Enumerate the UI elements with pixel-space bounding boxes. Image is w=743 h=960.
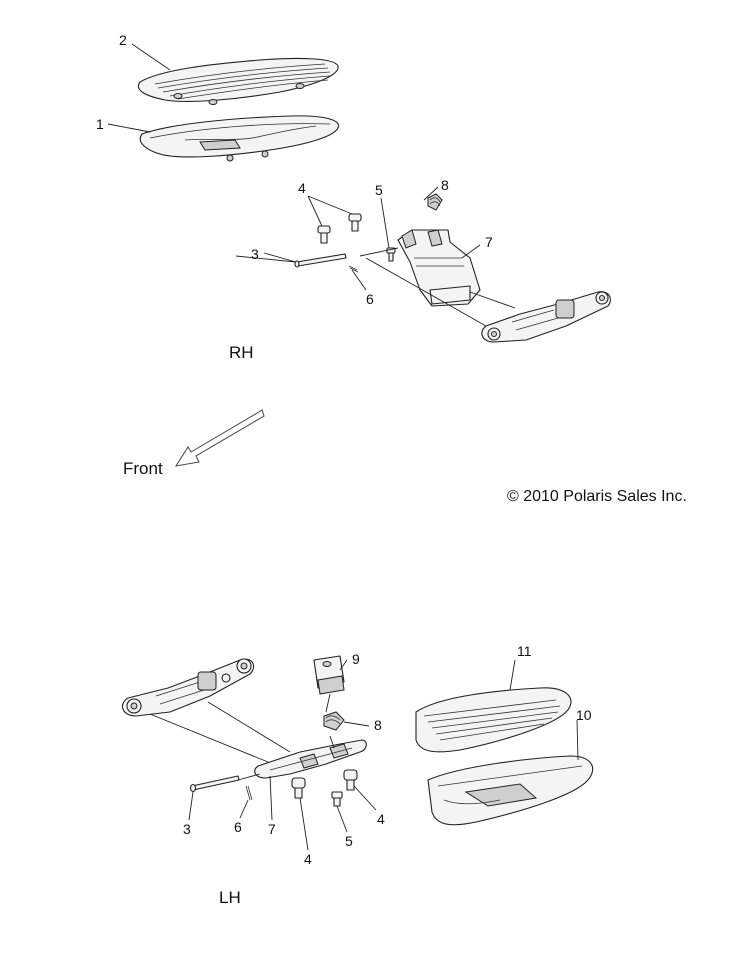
callout-8: 8 <box>441 177 449 193</box>
lh-floorboard-base <box>427 755 594 826</box>
rh-assembly-line <box>469 291 516 309</box>
rh-assembly-line <box>235 255 297 263</box>
callout-11: 11 <box>517 643 532 659</box>
callout-7-lh: 7 <box>268 821 276 837</box>
lh-cotter-pin <box>245 785 253 801</box>
rh-assembly-line <box>359 247 399 257</box>
callout-10: 10 <box>576 707 592 723</box>
callout-3-lh: 3 <box>183 821 191 837</box>
rh-pin <box>294 253 347 268</box>
rh-assembly-line <box>365 257 487 327</box>
rh-bracket <box>397 229 481 307</box>
callout-4-lh-bottom: 4 <box>304 851 312 867</box>
rh-footpeg-arm <box>481 291 611 343</box>
callout-1: 1 <box>96 116 104 132</box>
callout-9: 9 <box>352 651 360 667</box>
callout-5-lh: 5 <box>345 833 353 849</box>
lh-bolt-pair <box>291 769 358 799</box>
rh-section-label: RH <box>229 343 254 362</box>
front-direction: Front <box>123 409 265 478</box>
rh-bolt-pair <box>317 213 362 244</box>
lh-assembly: 9 11 10 8 3 6 7 4 5 4 LH <box>121 643 594 907</box>
lh-bracket <box>254 739 367 779</box>
lh-floorboard-mat <box>415 687 572 753</box>
front-arrow-icon <box>174 409 265 467</box>
lh-spring <box>323 711 345 731</box>
lh-small-bolt <box>331 791 343 807</box>
lh-pin <box>189 775 240 793</box>
callout-6-lh: 6 <box>234 819 242 835</box>
lh-footpeg-arm <box>121 658 255 717</box>
rh-spring <box>427 193 443 211</box>
callout-3: 3 <box>251 246 259 262</box>
callout-7: 7 <box>485 234 493 250</box>
callout-5: 5 <box>375 182 383 198</box>
rh-cotter-pin <box>348 265 359 273</box>
rh-floorboard-base <box>139 115 340 162</box>
rh-assembly: 2 1 4 5 8 3 7 6 RH <box>96 32 611 362</box>
callout-2: 2 <box>119 32 127 48</box>
callout-8-lh: 8 <box>374 717 382 733</box>
rh-floorboard-mat <box>137 57 339 105</box>
callout-6: 6 <box>366 291 374 307</box>
lh-section-label: LH <box>219 888 241 907</box>
callout-4: 4 <box>298 180 306 196</box>
front-label: Front <box>123 459 163 478</box>
callout-4-lh-right: 4 <box>377 811 385 827</box>
lh-block <box>313 655 345 695</box>
copyright-notice: © 2010 Polaris Sales Inc. <box>507 488 687 505</box>
